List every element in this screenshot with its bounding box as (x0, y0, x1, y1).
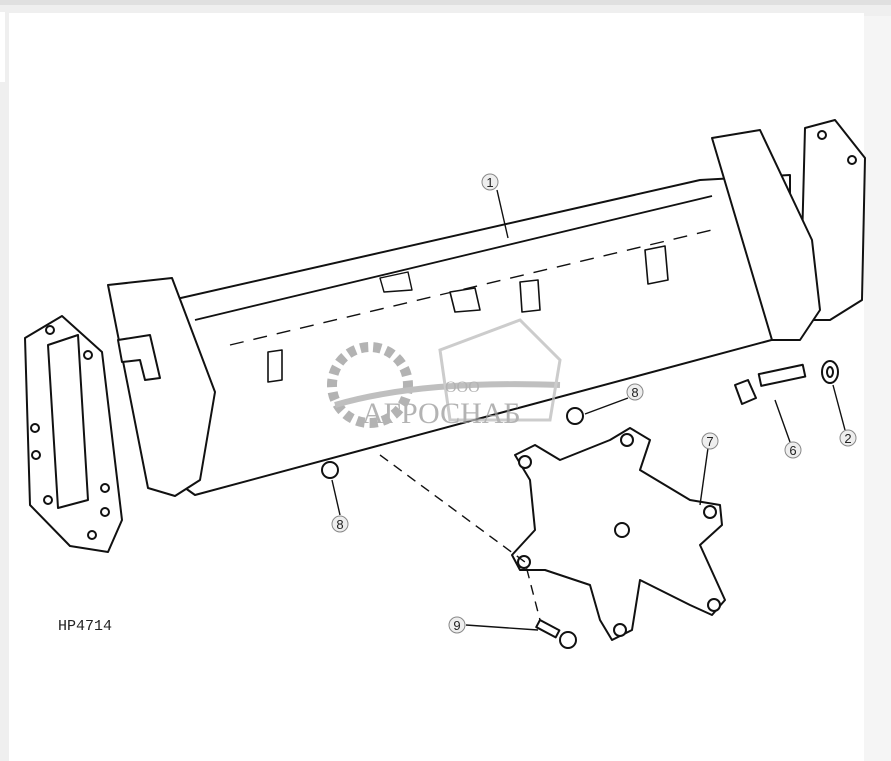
callout-9: 9 (453, 618, 460, 633)
axle-beam (149, 174, 791, 496)
agrosnab-watermark-logo: ООО АГРОСНАБ (327, 318, 562, 430)
top-bar (0, 0, 891, 5)
left-gusset-plate (107, 277, 216, 497)
nut-8-lower (321, 461, 339, 479)
callout-8-upper: 8 (631, 385, 638, 400)
callout-8-lower: 8 (336, 517, 343, 532)
left-strip (0, 12, 5, 82)
callout-7: 7 (706, 434, 713, 449)
bolt-9 (535, 619, 561, 639)
figure-code: HP4714 (58, 618, 112, 635)
nut-8-upper (566, 407, 584, 425)
watermark-prefix: ООО (445, 379, 480, 396)
watermark-name: АГРОСНАБ (362, 397, 521, 430)
callout-1: 1 (486, 175, 493, 190)
right-gusset-plate (711, 129, 821, 341)
callout-2: 2 (844, 431, 851, 446)
scrollbar-track[interactable] (864, 16, 891, 761)
bolt-6 (757, 363, 807, 387)
callout-6: 6 (789, 443, 796, 458)
